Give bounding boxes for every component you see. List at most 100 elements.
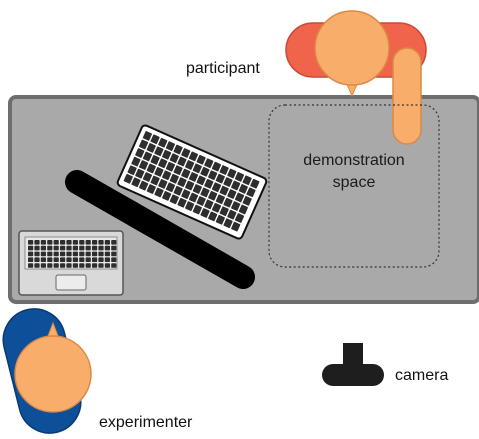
key xyxy=(47,240,53,245)
key xyxy=(177,156,187,167)
key xyxy=(162,170,172,181)
key xyxy=(104,263,110,268)
key xyxy=(181,189,191,199)
key xyxy=(185,180,195,191)
key xyxy=(215,173,225,184)
key xyxy=(234,192,245,203)
key xyxy=(28,245,34,251)
key xyxy=(150,175,160,186)
key xyxy=(250,178,260,189)
key xyxy=(72,257,78,262)
key xyxy=(169,173,179,184)
key xyxy=(72,240,78,245)
key xyxy=(185,160,195,170)
key xyxy=(92,263,98,268)
key xyxy=(188,192,199,203)
key xyxy=(208,211,218,222)
key xyxy=(85,257,91,262)
key xyxy=(188,172,199,182)
key xyxy=(98,251,104,257)
key xyxy=(34,263,40,268)
key xyxy=(123,173,133,184)
key xyxy=(139,139,149,150)
key xyxy=(165,182,176,193)
key xyxy=(162,191,172,201)
key xyxy=(98,240,104,245)
key xyxy=(28,240,34,245)
key xyxy=(219,165,229,175)
key xyxy=(72,251,78,257)
key xyxy=(215,194,225,205)
key xyxy=(238,184,248,194)
participant-arm xyxy=(392,47,422,145)
key xyxy=(177,197,187,208)
key xyxy=(223,218,233,229)
key xyxy=(146,184,156,194)
key xyxy=(47,245,53,251)
key xyxy=(154,146,164,157)
key xyxy=(131,177,141,188)
key xyxy=(85,251,91,257)
key xyxy=(208,170,218,181)
key xyxy=(223,197,233,208)
key xyxy=(158,158,168,169)
demonstration-label-line1: demonstration xyxy=(303,152,405,169)
key xyxy=(211,161,222,172)
key xyxy=(111,257,117,262)
demonstration-label-line2: space xyxy=(332,174,376,191)
key xyxy=(204,158,214,169)
key xyxy=(142,151,153,162)
key xyxy=(231,221,241,232)
key xyxy=(192,163,202,174)
key xyxy=(53,251,59,257)
key xyxy=(185,201,195,211)
key xyxy=(60,257,66,262)
key xyxy=(173,165,183,175)
key xyxy=(227,209,237,220)
key xyxy=(47,257,53,262)
key xyxy=(111,263,117,268)
keyboard xyxy=(116,124,268,240)
key xyxy=(231,201,241,211)
key xyxy=(181,148,191,158)
key xyxy=(47,251,53,257)
key xyxy=(60,263,66,268)
key xyxy=(40,240,46,245)
key xyxy=(246,187,256,198)
key xyxy=(196,154,206,165)
key xyxy=(92,257,98,262)
key xyxy=(92,240,98,245)
key xyxy=(60,251,66,257)
key xyxy=(40,245,46,251)
participant-label: participant xyxy=(186,60,260,77)
key xyxy=(150,155,160,165)
camera xyxy=(322,343,384,386)
key xyxy=(66,257,72,262)
key xyxy=(200,208,210,218)
key xyxy=(79,245,85,251)
key xyxy=(242,196,252,206)
key xyxy=(40,257,46,262)
demonstration-space-label: demonstration space xyxy=(278,150,430,194)
key xyxy=(165,161,176,172)
key xyxy=(227,189,237,199)
key xyxy=(158,179,168,189)
key xyxy=(227,168,237,179)
key xyxy=(242,175,252,186)
key xyxy=(158,137,168,148)
key xyxy=(66,240,72,245)
key xyxy=(196,175,206,186)
keyboard-bar xyxy=(65,170,255,289)
key xyxy=(231,180,241,191)
key xyxy=(104,257,110,262)
key xyxy=(92,245,98,251)
key xyxy=(219,185,229,196)
demonstration-space xyxy=(268,104,440,268)
participant-head xyxy=(314,10,390,98)
key xyxy=(188,151,199,162)
key xyxy=(196,196,206,206)
key xyxy=(238,204,248,215)
key xyxy=(104,240,110,245)
key xyxy=(79,263,85,268)
